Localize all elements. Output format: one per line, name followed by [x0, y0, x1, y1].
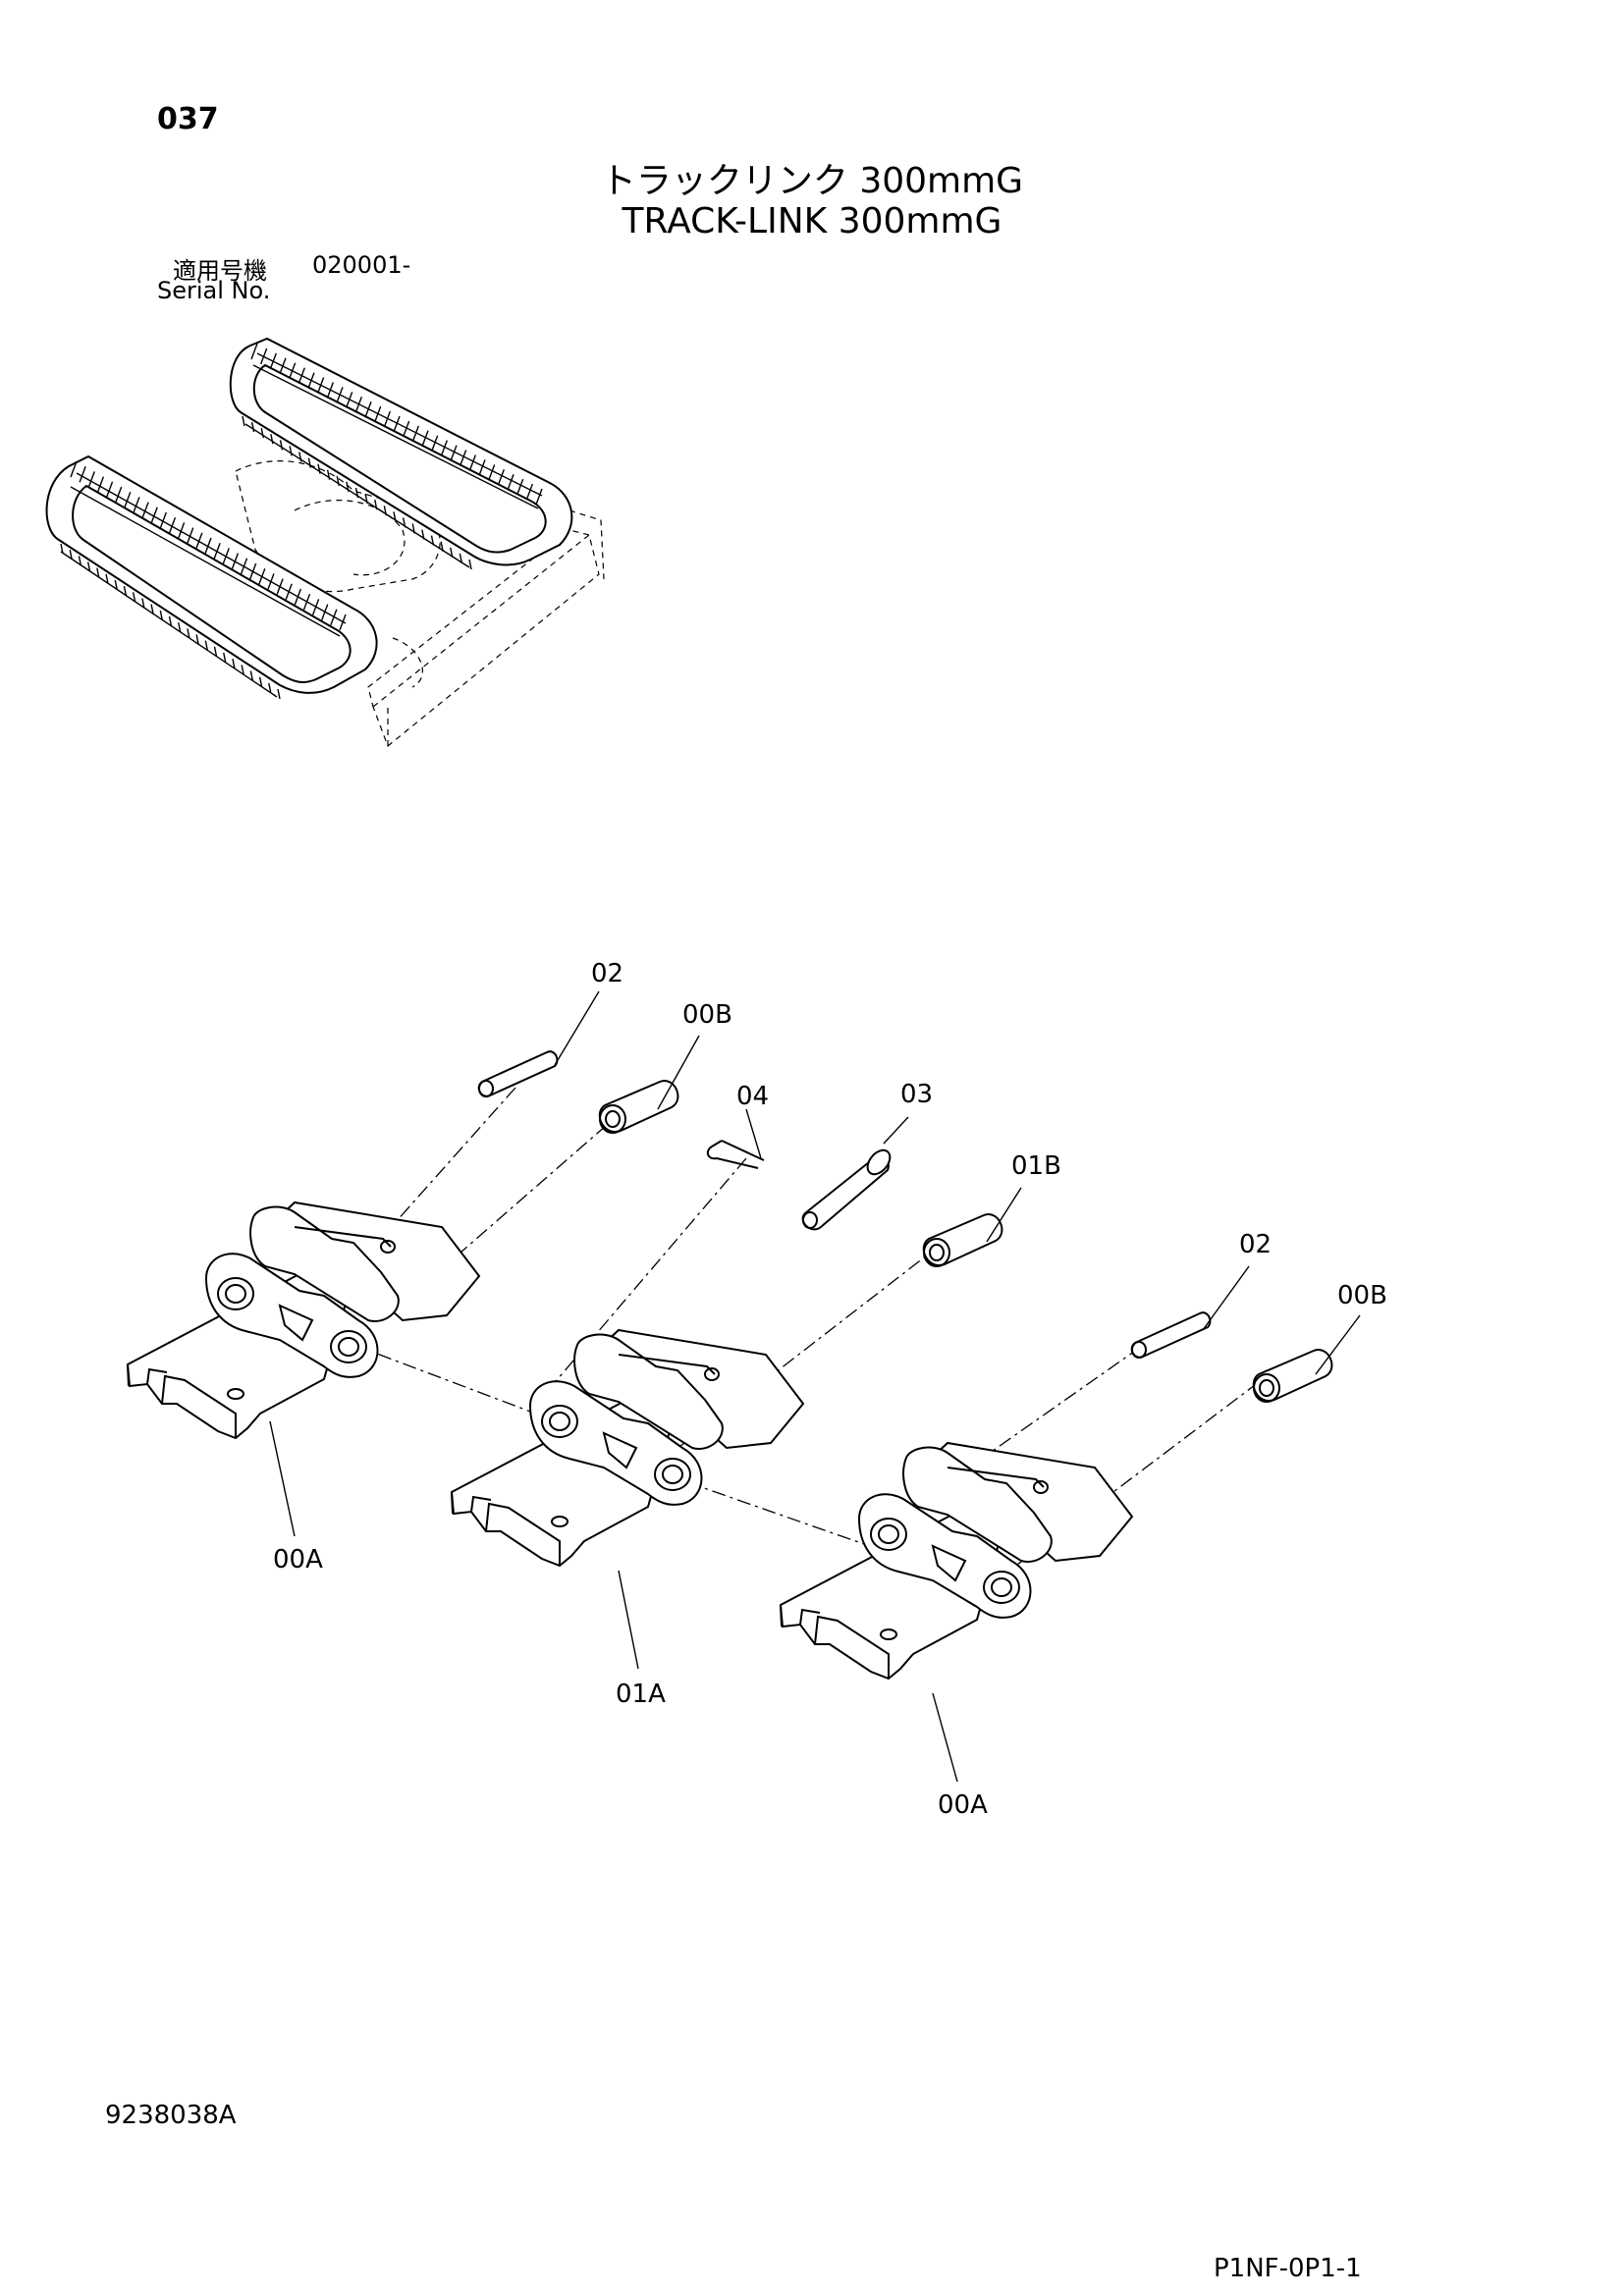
machine-overview-illustration	[45, 337, 605, 747]
master-pin-03	[801, 1148, 892, 1231]
bushing-00B-left	[598, 1080, 679, 1134]
callout-master-bushing: 01B	[1011, 1151, 1061, 1181]
master-shoe-01A	[451, 1329, 804, 1567]
sheet-code: P1NF-0P1-1	[1214, 2254, 1362, 2283]
callout-pin-left: 02	[591, 959, 623, 988]
serial-label-japanese: 適用号機	[173, 257, 267, 285]
callout-shoe-right: 00A	[938, 1790, 988, 1820]
bushing-00B-right	[1252, 1349, 1333, 1403]
shoe-left-00A	[127, 1201, 480, 1439]
track-link-assembly: 02 00B 04 03 01B 02 00B 00A 01A 00A	[127, 959, 1387, 1820]
callout-shoe-left: 00A	[273, 1545, 323, 1575]
shoe-right-00A	[780, 1442, 1133, 1680]
serial-label-english: Serial No.	[157, 277, 271, 304]
lock-pin-04	[706, 1140, 765, 1169]
serial-number-value: 020001-	[312, 251, 411, 279]
pin-02-right	[1130, 1311, 1212, 1359]
track-shoe-ticks	[60, 343, 543, 700]
drawing-number: 9238038A	[105, 2101, 237, 2130]
callout-bushing-left: 00B	[682, 1000, 732, 1030]
callout-master-shoe: 01A	[616, 1680, 666, 1709]
callout-bushing-right: 00B	[1337, 1281, 1387, 1310]
master-bushing-01B	[922, 1213, 1003, 1267]
page-number: 037	[157, 102, 219, 136]
pin-02-left	[477, 1050, 559, 1097]
title-japanese: トラックリンク 300mmG	[600, 161, 1024, 201]
callout-pin-right: 02	[1239, 1230, 1272, 1259]
callout-master-pin: 03	[900, 1080, 933, 1109]
title-english: TRACK-LINK 300mmG	[622, 201, 1002, 241]
callout-lock-pin: 04	[736, 1082, 769, 1111]
